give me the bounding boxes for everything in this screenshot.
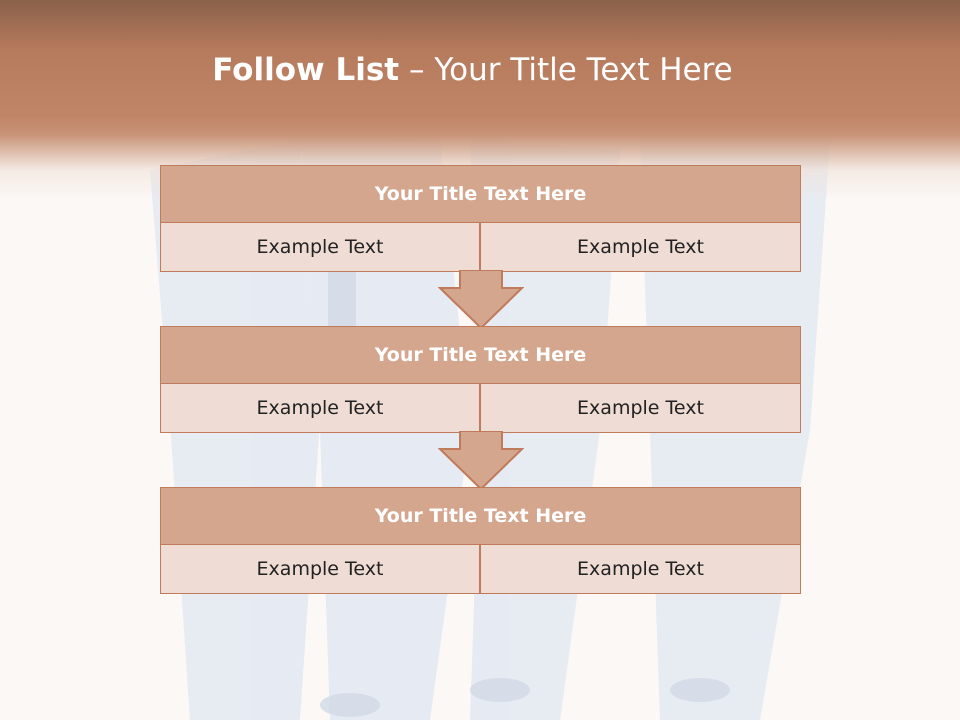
- block-title: Your Title Text Here: [160, 165, 801, 223]
- block-cell-left: Example Text: [160, 544, 480, 594]
- block-cell-right: Example Text: [480, 544, 801, 594]
- flow-block-3: Your Title Text Here Example Text Exampl…: [160, 487, 801, 594]
- down-arrow-icon: [438, 431, 524, 491]
- title-bold: Follow List: [212, 52, 400, 88]
- block-title: Your Title Text Here: [160, 326, 801, 384]
- block-title: Your Title Text Here: [160, 487, 801, 545]
- title-rest: – Your Title Text Here: [399, 52, 733, 88]
- flow-block-2: Your Title Text Here Example Text Exampl…: [160, 326, 801, 433]
- block-cell-left: Example Text: [160, 222, 480, 272]
- flow-block-1: Your Title Text Here Example Text Exampl…: [160, 165, 801, 272]
- block-cell-right: Example Text: [480, 383, 801, 433]
- down-arrow-icon: [438, 270, 524, 330]
- slide-title: Follow List – Your Title Text Here: [0, 52, 945, 88]
- block-cell-right: Example Text: [480, 222, 801, 272]
- block-cell-left: Example Text: [160, 383, 480, 433]
